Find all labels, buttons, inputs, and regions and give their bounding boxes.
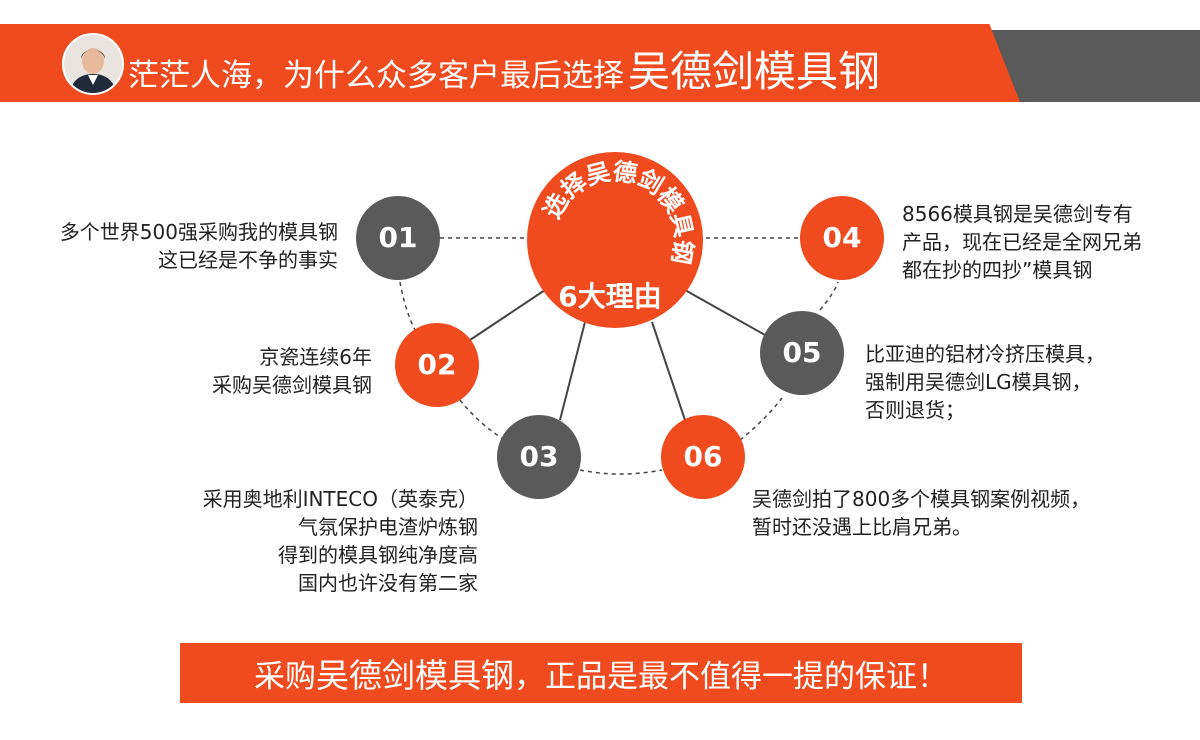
avatar bbox=[62, 33, 124, 95]
node-04-number: 04 bbox=[822, 221, 862, 254]
footer-banner: 采购 吴德剑模具钢 ，正品是最不值得一提的保证！ bbox=[180, 643, 1022, 703]
header-banner bbox=[0, 24, 1020, 102]
center-arc-char: 钢 bbox=[666, 238, 698, 266]
spoke-06 bbox=[651, 321, 686, 421]
connector-03-06 bbox=[579, 469, 663, 475]
node-01 bbox=[356, 196, 440, 280]
reason-03-line: 国内也许没有第二家 bbox=[298, 571, 478, 595]
node-06-number: 06 bbox=[683, 440, 723, 473]
header-title-brand: 吴德剑模具钢 bbox=[628, 47, 881, 96]
reason-05-line: 否则退货； bbox=[865, 398, 965, 422]
reason-06-line: 吴德剑拍了800多个模具钢案例视频， bbox=[752, 487, 1091, 511]
reason-03-line: 采用奥地利INTECO（英泰克） bbox=[202, 487, 478, 511]
reason-02-line: 京瓷连续6年 bbox=[259, 345, 372, 369]
dashed-connectors bbox=[399, 237, 839, 475]
node-05 bbox=[760, 311, 844, 395]
reason-01-line: 这已经是不争的事实 bbox=[158, 248, 338, 272]
node-02 bbox=[395, 323, 479, 407]
header-title-prefix: 茫茫人海，为什么众多客户最后选择 bbox=[128, 58, 624, 94]
center-arc-char: 德 bbox=[611, 157, 639, 188]
reason-04-line: 都在抄的四抄”模具钢 bbox=[902, 258, 1093, 282]
connector-01-02 bbox=[399, 281, 416, 331]
reason-04-text: 8566模具钢是吴德剑专有 产品，现在已经是全网兄弟 都在抄的四抄”模具钢 bbox=[902, 200, 1142, 284]
spoke-03 bbox=[559, 321, 586, 421]
center-label: 6大理由 bbox=[558, 280, 662, 313]
footer-brand: 吴德剑模具钢 bbox=[316, 656, 514, 695]
reason-03-line: 气氛保护电渣炉炼钢 bbox=[298, 515, 478, 539]
node-05-number: 05 bbox=[782, 336, 822, 369]
node-01-number: 01 bbox=[378, 221, 418, 254]
header-title: 茫茫人海，为什么众多客户最后选择 吴德剑模具钢 bbox=[128, 38, 880, 96]
solid-spokes bbox=[469, 289, 766, 421]
spoke-05 bbox=[684, 289, 766, 336]
spoke-02 bbox=[469, 289, 546, 341]
center-circle bbox=[527, 152, 703, 328]
connector-05-04 bbox=[819, 281, 839, 311]
person-icon bbox=[64, 35, 122, 93]
node-02-number: 02 bbox=[417, 348, 457, 381]
node-03 bbox=[497, 415, 581, 499]
reason-06-line: 暂时还没遇上比肩兄弟。 bbox=[752, 515, 972, 539]
footer-suffix: ，正品是最不值得一提的保证！ bbox=[514, 658, 948, 695]
reason-01-line: 多个世界500强采购我的模具钢 bbox=[59, 220, 338, 244]
reason-06-text: 吴德剑拍了800多个模具钢案例视频， 暂时还没遇上比肩兄弟。 bbox=[752, 485, 1090, 541]
reason-04-line: 8566模具钢是吴德剑专有 bbox=[902, 202, 1133, 226]
reason-03-line: 得到的模具钢纯净度高 bbox=[278, 543, 478, 567]
reason-01-text: 多个世界500强采购我的模具钢 这已经是不争的事实 bbox=[60, 218, 338, 274]
reason-02-text: 京瓷连续6年 采购吴德剑模具钢 bbox=[212, 343, 372, 399]
node-04 bbox=[800, 196, 884, 280]
reason-05-line: 比亚迪的铝材冷挤压模具， bbox=[865, 342, 1105, 366]
connector-06-05 bbox=[739, 397, 783, 441]
reason-03-text: 采用奥地利INTECO（英泰克） 气氛保护电渣炉炼钢 得到的模具钢纯净度高 国内… bbox=[203, 485, 478, 597]
node-03-number: 03 bbox=[519, 440, 559, 473]
footer-prefix: 采购 bbox=[254, 658, 316, 695]
node-06 bbox=[661, 415, 745, 499]
reason-04-line: 产品，现在已经是全网兄弟 bbox=[902, 230, 1142, 254]
reason-05-text: 比亚迪的铝材冷挤压模具， 强制用吴德剑LG模具钢， 否则退货； bbox=[865, 340, 1105, 424]
reason-05-line: 强制用吴德剑LG模具钢， bbox=[865, 370, 1092, 394]
reason-02-line: 采购吴德剑模具钢 bbox=[212, 373, 372, 397]
